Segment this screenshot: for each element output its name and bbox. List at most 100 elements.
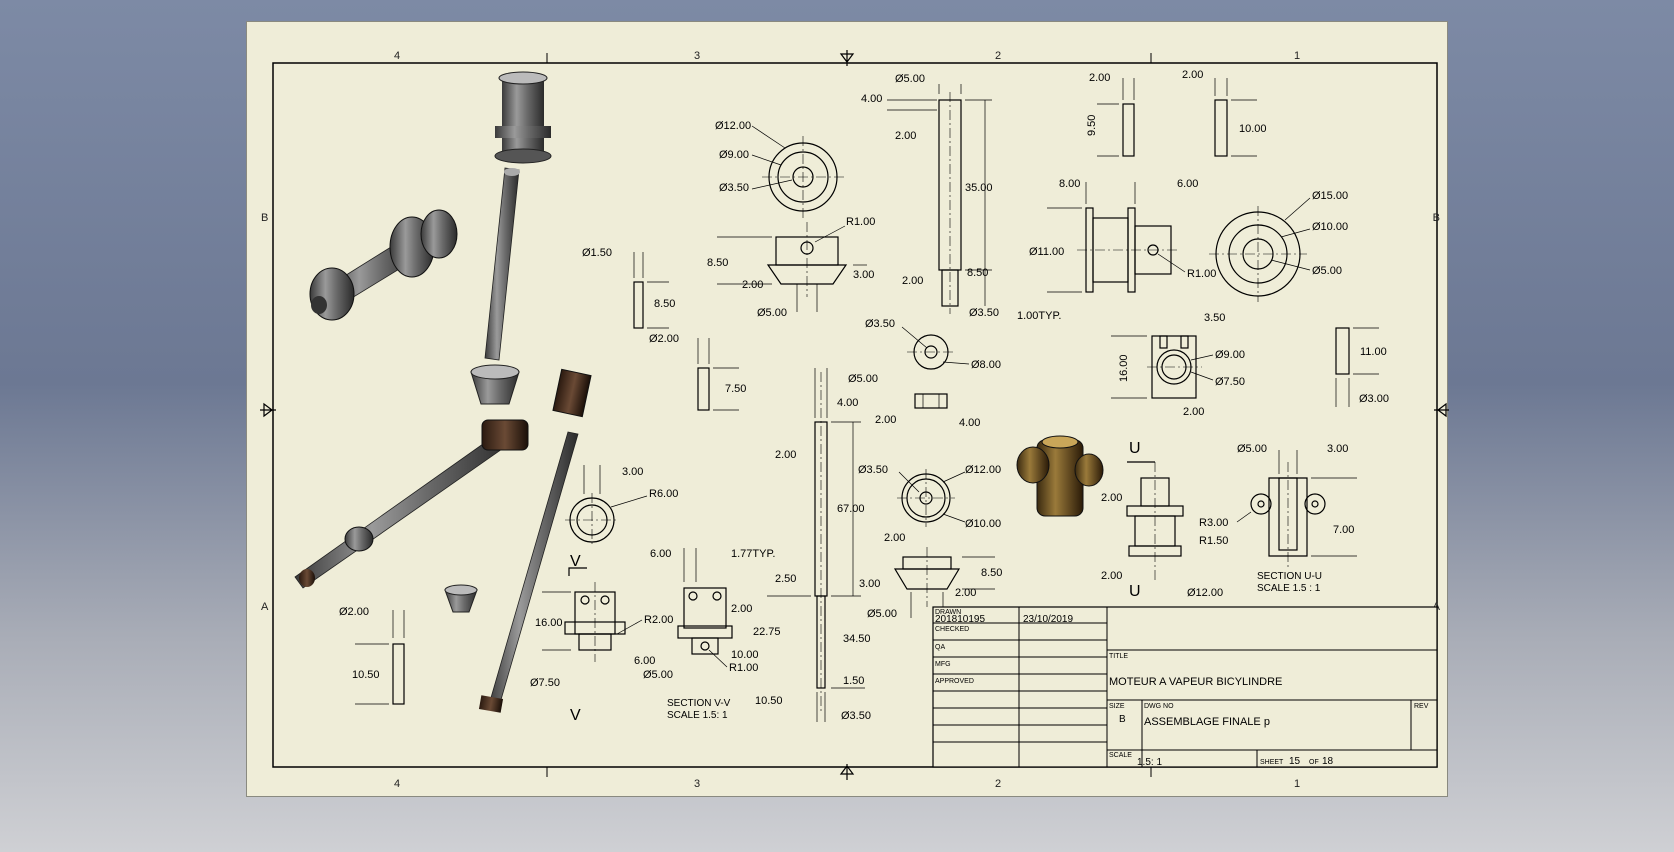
dim-1050-pinbl: 10.50 <box>352 669 380 681</box>
dim-200b-secu: 2.00 <box>1101 570 1122 582</box>
dim-r1-washer: R1.00 <box>846 216 875 228</box>
dim-6700-shaft: 67.00 <box>837 503 865 515</box>
dim-200-tallpin: 2.00 <box>895 130 916 142</box>
dim-200-pinb: 2.00 <box>1182 69 1203 81</box>
dim-d2-pinbl: Ø2.00 <box>339 606 369 618</box>
view-flange-front: Ø15.00 Ø10.00 Ø5.00 <box>1209 190 1348 302</box>
view-small-pin-b: 2.00 10.00 <box>1182 69 1267 157</box>
view-joint-top: 3.50 16.00 Ø9.00 Ø7.50 2.00 <box>1111 312 1245 418</box>
dim-200b-tallpin: 2.00 <box>902 275 923 287</box>
dim-400-tallpin: 4.00 <box>861 93 882 105</box>
dim-177-secvr: 1.77TYP. <box>731 548 775 560</box>
view-flanged-cylinder-side: 8.00 6.00 Ø11.00 R1.00 1.00TYP. <box>1017 178 1216 322</box>
zone-left-A: A <box>261 601 269 613</box>
dim-d2-pin: Ø2.00 <box>649 333 679 345</box>
dim-1000-pinb: 10.00 <box>1239 123 1267 135</box>
view-section-v-right: 6.00 1.77TYP. 2.00 6.00 10.00 Ø5.00 R1.0… <box>634 548 775 721</box>
view-pin-200: Ø2.00 7.50 <box>649 333 746 411</box>
view-long-shaft: Ø5.00 4.00 2.00 67.00 2.50 22.75 34.50 1… <box>753 368 878 722</box>
dim-300-secu: 3.00 <box>1327 443 1348 455</box>
dim-d75-secv: Ø7.50 <box>530 677 560 689</box>
dim-1100-pin: 11.00 <box>1360 346 1387 358</box>
dim-850-nozzle: 8.50 <box>981 567 1002 579</box>
view-section-u-right: Ø5.00 3.00 R3.00 R1.50 7.00 SECTION U-U … <box>1199 443 1357 594</box>
dim-d15-pin: Ø1.50 <box>582 247 612 259</box>
tb-sheet-no: 15 <box>1289 756 1301 767</box>
iso-part-block <box>552 368 592 418</box>
zone-top-3: 3 <box>694 50 700 62</box>
tb-scale: 1.5: 1 <box>1137 757 1162 768</box>
dim-r15-secu: R1.50 <box>1199 535 1228 547</box>
dim-d35-medwasher: Ø3.50 <box>858 464 888 476</box>
iso-part-rod-diagonal <box>478 431 579 713</box>
drawing-sheet: 4 3 2 1 4 3 2 1 B A B A <box>246 21 1449 797</box>
technical-drawing: 4 3 2 1 4 3 2 1 B A B A <box>260 50 1449 790</box>
dim-200-joint: 2.00 <box>1183 406 1204 418</box>
dim-750-pin: 7.50 <box>725 383 746 395</box>
view-pin-1100: 11.00 Ø3.00 <box>1335 327 1389 407</box>
dim-d12-medwasher: Ø12.00 <box>965 464 1001 476</box>
dim-d35-shaft: Ø3.50 <box>841 710 871 722</box>
dim-3500-tallpin: 35.00 <box>965 182 993 194</box>
iso-part-piston-rod <box>309 209 458 321</box>
dim-d5-shaft: Ø5.00 <box>848 373 878 385</box>
dim-700-secu: 7.00 <box>1333 524 1354 536</box>
zone-bottom-2: 2 <box>995 778 1001 790</box>
dim-300-washer: 3.00 <box>853 269 874 281</box>
section-v-label-bottom: V <box>570 707 581 724</box>
dim-200-secu: 2.00 <box>1101 492 1122 504</box>
tb-approved-label: APPROVED <box>935 678 974 685</box>
dim-d11-cyl: Ø11.00 <box>1029 246 1064 258</box>
section-v-title: SECTION V-V <box>667 698 731 709</box>
title-block: DRAWN 201810195 23/10/2019 CHECKED QA MF… <box>932 606 1438 768</box>
zone-left-B: B <box>261 212 268 224</box>
dim-850-tallpin: 8.50 <box>967 267 988 279</box>
dim-d9-joint: Ø9.00 <box>1215 349 1245 361</box>
dim-d5-secu: Ø5.00 <box>1237 443 1267 455</box>
tb-sheet-label: SHEET <box>1260 759 1284 766</box>
zone-bottom-4: 4 <box>394 778 400 790</box>
view-small-washer: Ø3.50 Ø8.00 2.00 4.00 <box>865 318 1001 429</box>
tb-mfg-label: MFG <box>935 661 951 668</box>
iso-part-crank-rod <box>294 419 529 589</box>
dim-d5-nozzle: Ø5.00 <box>867 608 897 620</box>
dim-d35-tallpin: Ø3.50 <box>969 307 999 319</box>
tb-drawn-by: 201810195 <box>935 614 985 625</box>
tb-of-label: OF <box>1309 759 1319 766</box>
section-v-label-top: V <box>570 553 581 570</box>
view-pin-150: Ø1.50 8.50 <box>582 247 675 329</box>
tb-size-label: SIZE <box>1109 703 1125 710</box>
view-nozzle-side: 2.00 3.00 2.00 8.50 Ø5.00 <box>859 532 1002 620</box>
dim-850-washer: 8.50 <box>707 257 728 269</box>
dim-400-shaft: 4.00 <box>837 397 858 409</box>
zone-ticks <box>546 53 1152 777</box>
dim-d35-washer: Ø3.50 <box>719 182 749 194</box>
dim-1600-joint: 16.00 <box>1118 354 1130 382</box>
zone-top-1: 1 <box>1294 50 1300 62</box>
dim-d5-washer: Ø5.00 <box>757 307 787 319</box>
dim-r2-secv: R2.00 <box>644 614 673 626</box>
tb-dwg-label: DWG NO <box>1144 703 1174 710</box>
dim-200-shaft: 2.00 <box>775 449 796 461</box>
dim-950-pina: 9.50 <box>1086 115 1098 136</box>
view-tall-pin: 4.00 Ø5.00 2.00 35.00 2.00 8.50 Ø3.50 <box>861 73 999 319</box>
dim-r1-secvr: R1.00 <box>729 662 758 674</box>
dim-d10-flange: Ø10.00 <box>1312 221 1348 233</box>
section-u-label-bottom: U <box>1129 583 1141 600</box>
view-medium-washer: Ø3.50 Ø12.00 Ø10.00 <box>858 464 1001 530</box>
dim-600-secvr: 6.00 <box>650 548 671 560</box>
iso-part-nozzle <box>470 364 520 405</box>
dim-150-shaft: 1.50 <box>843 675 864 687</box>
dim-600-cyl: 6.00 <box>1177 178 1198 190</box>
section-v-scale: SCALE 1.5: 1 <box>667 710 728 721</box>
dim-d3-pin: Ø3.00 <box>1359 393 1389 405</box>
tb-dwg-no: ASSEMBLAGE FINALE p <box>1144 716 1270 728</box>
dim-1600-secv: 16.00 <box>535 617 563 629</box>
section-u-title: SECTION U-U <box>1257 571 1322 582</box>
dim-r6-crosshead: R6.00 <box>649 488 678 500</box>
dim-200b-nozzle: 2.00 <box>955 587 976 599</box>
dim-d5-tallpin: Ø5.00 <box>895 73 925 85</box>
dim-200-secvr: 2.00 <box>731 603 752 615</box>
iso-part-pulley <box>494 71 552 164</box>
view-flanged-washer-side: R1.00 8.50 2.00 3.00 Ø5.00 <box>707 216 875 319</box>
